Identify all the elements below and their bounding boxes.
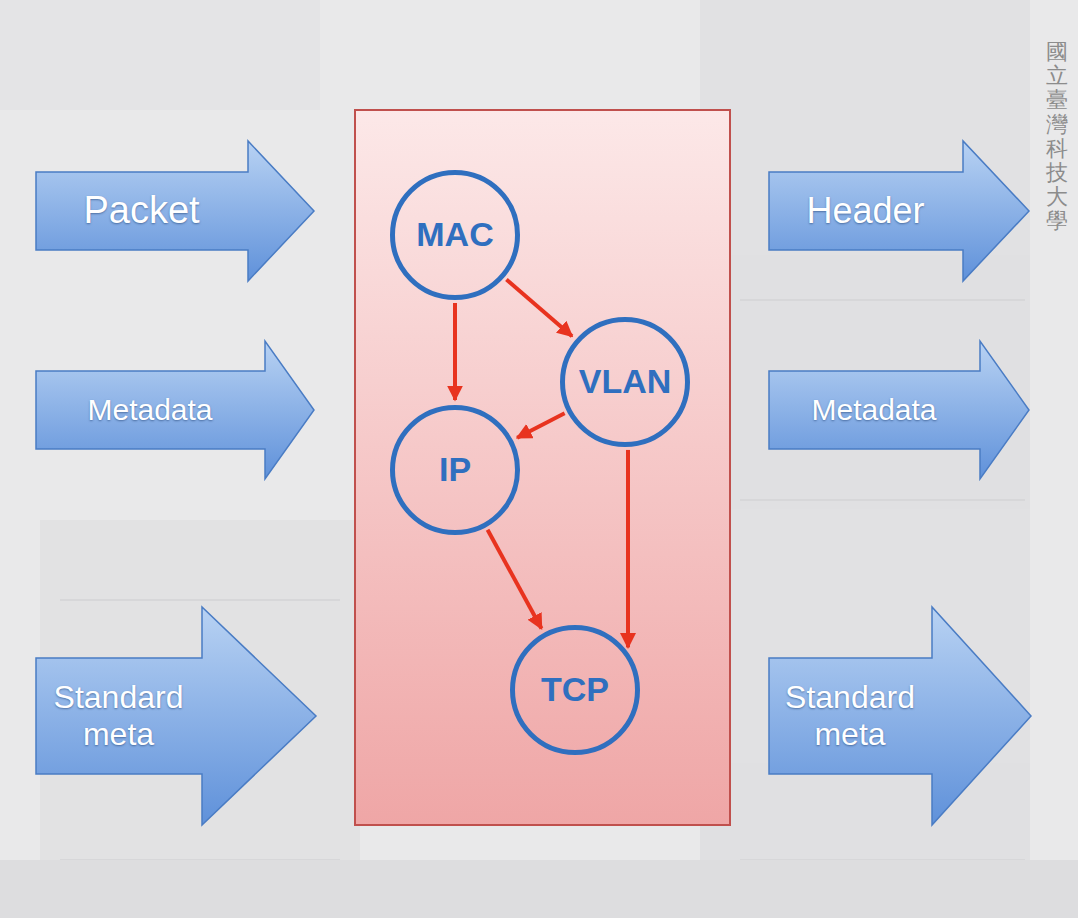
state-circle [513,628,638,753]
state-circle [393,408,518,533]
parser-state: VLAN [560,317,690,447]
arrow-shape [35,606,317,826]
output-arrow: Header [768,140,1030,282]
arrow-label: Metadata [811,393,936,428]
input-arrow: Packet [35,140,315,282]
state-circle [393,173,518,298]
transition-arrow [517,413,564,438]
parser-panel [355,110,730,825]
state-label: MAC [416,215,493,254]
transition-arrow [453,303,457,400]
state-label: TCP [541,670,609,709]
output-arrow: Metadata [768,340,1030,480]
input-arrow: Standard meta [35,606,317,826]
transition-arrow [488,530,542,629]
arrow-label: Standard meta [776,679,924,753]
input-arrow: Metadata [35,340,315,480]
arrow-outline [36,341,314,479]
state-circle [563,320,688,445]
transition-arrow [626,450,630,647]
arrow-outline [769,341,1029,479]
parser-state: TCP [510,625,640,755]
arrow-outline [36,607,316,825]
arrow-outline [36,141,314,281]
parser-state: MAC [390,170,520,300]
output-arrow: Standard meta [768,606,1032,826]
arrow-label: Standard meta [43,679,194,753]
state-label: IP [439,450,471,489]
arrow-label: Metadata [87,393,212,428]
watermark: 國立臺灣科技大學 [1046,40,1068,234]
transition-arrow [506,279,572,336]
arrow-outline [769,607,1031,825]
arrow-label: Header [806,190,924,231]
parser-state: IP [390,405,520,535]
arrow-shape [768,606,1032,826]
arrow-label: Packet [83,189,199,233]
arrow-outline [769,141,1029,281]
state-label: VLAN [579,362,672,401]
